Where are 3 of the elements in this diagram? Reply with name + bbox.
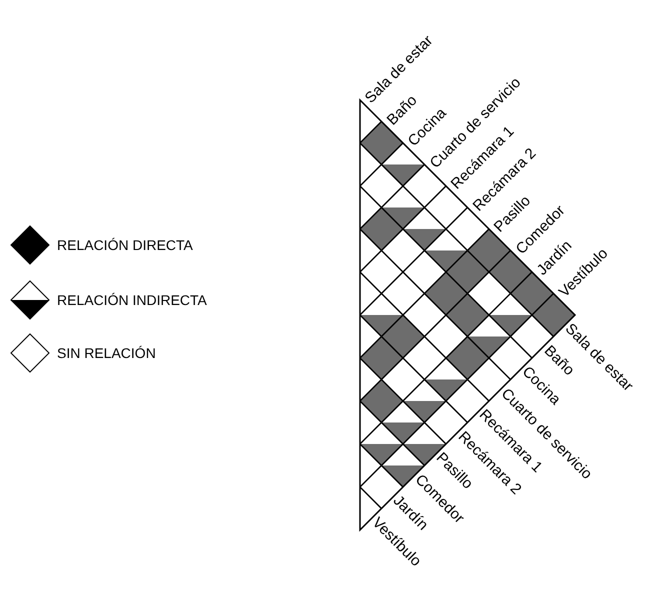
legend-label: RELACIÓN DIRECTA [57,237,193,253]
legend-label: SIN RELACIÓN [57,345,156,361]
legend-label: RELACIÓN INDIRECTA [57,292,207,308]
